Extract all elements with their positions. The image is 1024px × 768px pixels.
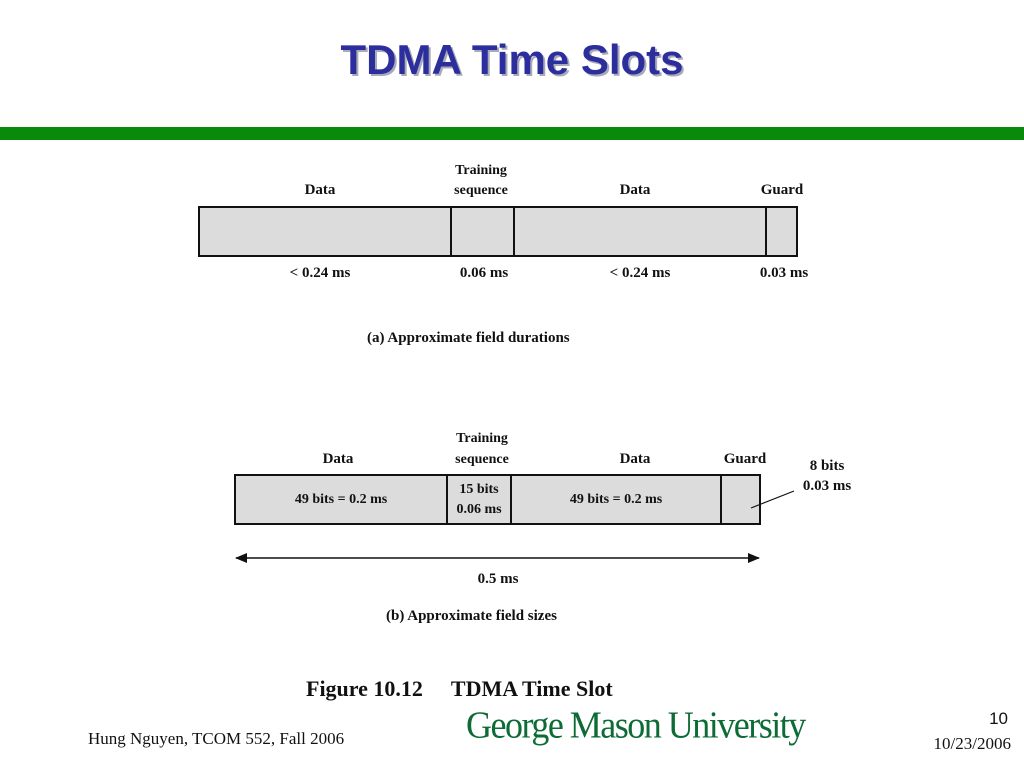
b-time-slot-bar: 49 bits = 0.2 ms 15 bits 0.06 ms 49 bits… [234,474,761,525]
a-caption: (a) Approximate field durations [367,330,570,346]
b-header-training: Training [456,431,508,446]
b-caption: (b) Approximate field sizes [386,608,557,624]
b-header-data-2: Data [619,451,651,467]
b-header-data-1: Data [322,451,354,467]
b-field-data-1: 49 bits = 0.2 ms [236,476,448,523]
b-field-training-bits: 15 bits [459,481,499,497]
a-duration-guard: 0.03 ms [759,265,809,281]
a-duration-training: 0.06 ms [459,265,509,281]
b-total-duration: 0.5 ms [477,571,519,587]
b-guard-ms: 0.03 ms [802,478,852,494]
a-duration-data-1: < 0.24 ms [289,265,351,281]
a-field-training [452,208,515,255]
a-header-sequence: sequence [454,183,508,198]
a-header-training: Training [455,163,507,178]
figure-caption: Figure 10.12 TDMA Time Slot [306,676,613,702]
b-field-data-2: 49 bits = 0.2 ms [512,476,722,523]
b-header-guard: Guard [723,451,767,467]
a-header-guard: Guard [760,182,804,198]
university-logo: George Mason University [466,704,806,746]
b-header-sequence: sequence [455,452,509,467]
b-field-data-1-label: 49 bits = 0.2 ms [294,491,388,507]
figure-number: Figure 10.12 [306,676,423,701]
a-duration-data-2: < 0.24 ms [609,265,671,281]
guard-callout-line [750,490,795,509]
b-guard-bits: 8 bits [809,458,845,474]
a-field-data-2 [515,208,767,255]
a-time-slot-bar [198,206,798,257]
figure-title: TDMA Time Slot [450,676,613,701]
slide-title: TDMA Time Slots [340,36,684,83]
a-header-data-2: Data [619,182,651,198]
footer-date: 10/23/2006 [933,734,1011,753]
page-number: 10 [989,709,1008,728]
b-field-training-ms: 0.06 ms [456,501,502,517]
title-divider [0,127,1024,140]
a-header-data-1: Data [304,182,336,198]
b-field-data-2-label: 49 bits = 0.2 ms [569,491,663,507]
a-field-data-1 [200,208,452,255]
b-field-training: 15 bits 0.06 ms [448,476,512,523]
footer-author: Hung Nguyen, TCOM 552, Fall 2006 [88,729,345,748]
